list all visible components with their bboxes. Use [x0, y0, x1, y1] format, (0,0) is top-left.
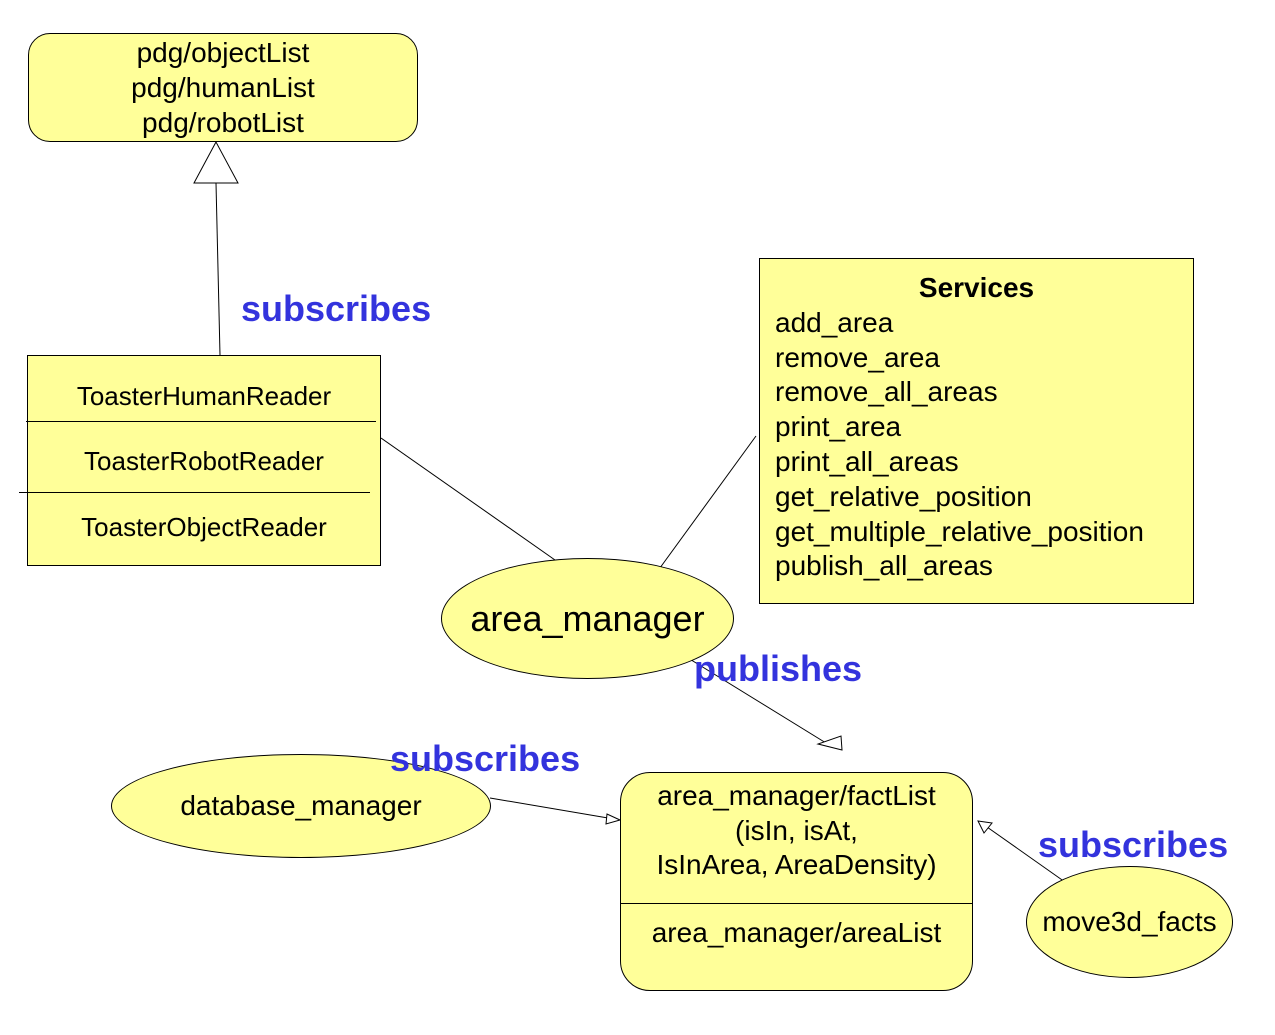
move3d-subscribes-label: subscribes [1038, 824, 1229, 865]
service-item: remove_area [775, 341, 940, 373]
move3d-subscribe-edge [986, 826, 1066, 883]
services-area-manager-edge [656, 435, 757, 573]
publishes-arrowhead [816, 735, 843, 751]
database-manager-node: database_manager [111, 754, 491, 858]
move3d-facts-label: move3d_facts [1042, 906, 1217, 937]
database-subscribe-edge [489, 797, 609, 819]
toaster-object-reader: ToasterObjectReader [81, 512, 327, 542]
service-item: print_area [775, 411, 902, 443]
service-item: publish_all_areas [775, 550, 993, 582]
toaster-readers-box: ToasterHumanReader ToasterRobotReader To… [19, 355, 381, 566]
publishes-edge [687, 657, 827, 744]
readers-subscribe-edge [215, 182, 221, 356]
area-manager-label: area_manager [470, 597, 705, 639]
fact-list-line: (isIn, isAt, [735, 814, 858, 846]
fact-list-topic: area_manager/factList (isIn, isAt, IsInA… [621, 779, 972, 883]
fact-list-divider [621, 903, 972, 904]
readers-subscribe-arrowhead [193, 140, 239, 184]
topic-robot-list: pdg/robotList [142, 107, 304, 138]
reader-divider [19, 492, 370, 493]
service-item: get_relative_position [775, 480, 1032, 512]
service-item: add_area [775, 306, 894, 338]
pdg-topics-box: pdg/objectList pdg/humanList pdg/robotLi… [28, 33, 418, 142]
service-item: remove_all_areas [775, 376, 998, 408]
move3d-subscribe-arrowhead [977, 820, 993, 834]
publishes-label: publishes [694, 648, 863, 689]
database-manager-label: database_manager [180, 790, 422, 821]
area-manager-node: area_manager [441, 558, 734, 679]
reader-divider [26, 421, 376, 422]
area-list-topic: area_manager/areaList [651, 917, 942, 948]
fact-list-box: area_manager/factList (isIn, isAt, IsInA… [620, 772, 973, 991]
toaster-human-reader: ToasterHumanReader [76, 381, 332, 411]
fact-list-line: area_manager/factList [657, 780, 936, 811]
database-subscribe-arrowhead [605, 813, 622, 825]
toaster-robot-reader: ToasterRobotReader [84, 446, 324, 476]
services-title: Services [918, 272, 1035, 303]
services-box: Services add_area remove_area remove_all… [759, 258, 1194, 604]
service-item: get_multiple_relative_position [775, 515, 1144, 547]
readers-area-manager-edge [380, 437, 556, 561]
service-item: print_all_areas [775, 445, 959, 477]
topic-object-list: pdg/objectList [136, 37, 310, 68]
fact-list-line: IsInArea, AreaDensity) [656, 849, 937, 880]
readers-subscribes-label: subscribes [241, 288, 432, 329]
move3d-facts-node: move3d_facts [1026, 866, 1233, 978]
database-subscribes-label: subscribes [390, 738, 581, 779]
topic-human-list: pdg/humanList [131, 72, 315, 103]
